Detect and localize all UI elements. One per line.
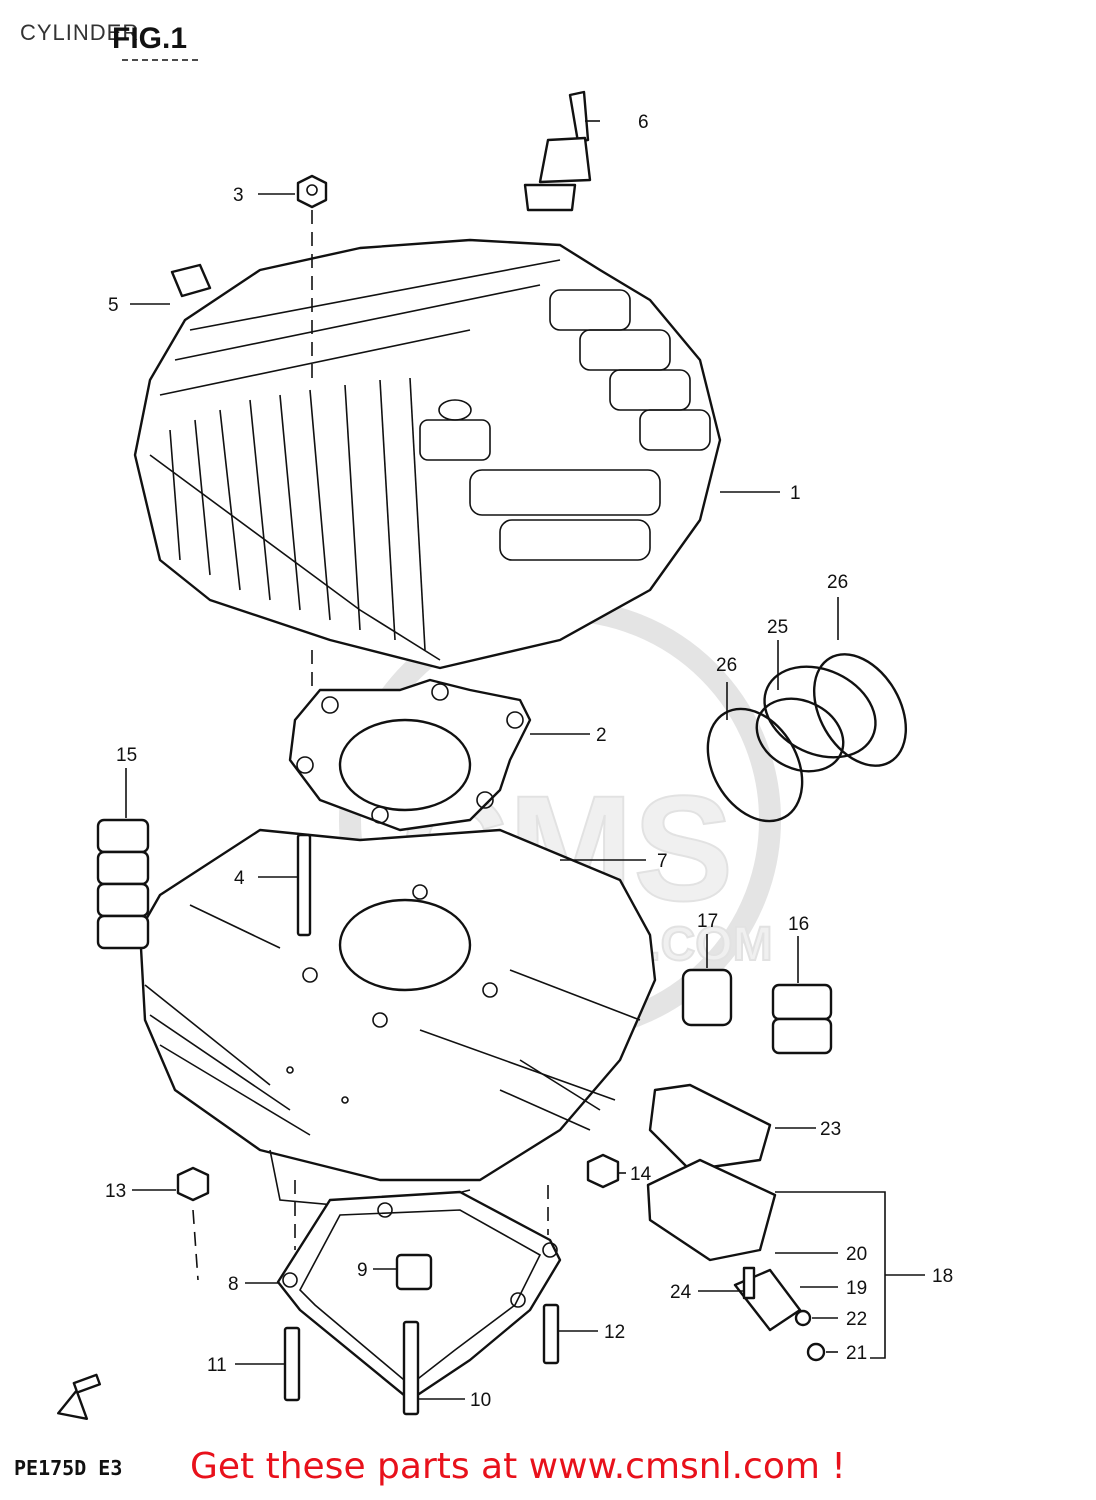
part-12-stud	[542, 1303, 560, 1365]
part-5-damper	[170, 263, 212, 298]
callout-4: 4	[234, 868, 245, 889]
part-11-stud	[283, 1326, 301, 1402]
callout-3: 3	[233, 185, 244, 206]
part-9-dowel	[395, 1253, 433, 1291]
part-15-damper-stack	[96, 818, 150, 950]
callout-19: 19	[846, 1278, 867, 1299]
callout-9: 9	[357, 1260, 368, 1281]
callout-12: 12	[604, 1322, 625, 1343]
callout-23: 23	[820, 1119, 841, 1140]
callout-5: 5	[108, 295, 119, 316]
part-14-nut	[586, 1153, 620, 1189]
part-23-gasket	[648, 1083, 772, 1172]
part-2-head-gasket	[288, 678, 532, 832]
part-1-cylinder-head	[133, 238, 722, 670]
diagram-title: CYLINDER	[20, 20, 139, 45]
part-22-washer	[794, 1309, 812, 1327]
front-arrow-icon	[57, 1373, 102, 1420]
model-code: PE175D E3	[14, 1456, 122, 1480]
callout-24: 24	[670, 1282, 692, 1303]
callout-2: 2	[596, 725, 607, 746]
callout-17: 17	[697, 911, 718, 932]
callout-15: 15	[116, 745, 137, 766]
part-13-nut	[176, 1166, 210, 1202]
callout-14: 14	[630, 1164, 652, 1185]
part-20-reed-valve	[646, 1158, 777, 1262]
figure-label: FIG.1	[112, 22, 187, 55]
part-24-screw	[742, 1266, 756, 1300]
part-10-stud	[402, 1320, 420, 1416]
part-16-damper-stack	[771, 983, 833, 1055]
callout-20: 20	[846, 1244, 867, 1265]
callouts: 1 2 3 4 5 6 7 8 9 10 11 12 13 14 15 16 1…	[105, 112, 953, 1411]
callout-10: 10	[470, 1390, 491, 1411]
callout-11: 11	[207, 1355, 227, 1376]
part-8-base-gasket	[276, 1190, 562, 1402]
cta-link[interactable]: Get these parts at www.cmsnl.com !	[190, 1446, 846, 1487]
callout-6: 6	[638, 112, 649, 133]
part-4-stud	[296, 833, 312, 937]
part-3-nut	[296, 174, 328, 209]
callout-13: 13	[105, 1181, 126, 1202]
part-17-damper	[681, 968, 733, 1027]
callout-26-left: 26	[716, 655, 737, 676]
callout-16: 16	[788, 914, 809, 935]
part-7-cylinder	[138, 828, 657, 1211]
callout-26-right: 26	[827, 572, 848, 593]
callout-21: 21	[846, 1343, 867, 1364]
callout-18: 18	[932, 1266, 953, 1287]
callout-22: 22	[846, 1309, 867, 1330]
callout-8: 8	[228, 1274, 239, 1295]
callout-25: 25	[767, 617, 788, 638]
callout-1: 1	[790, 483, 801, 504]
leader-lines	[125, 120, 925, 1400]
part-26-clamp-right	[812, 653, 908, 767]
callout-7: 7	[657, 851, 668, 872]
part-21-nut	[806, 1342, 826, 1362]
part-26-clamp-left	[706, 707, 804, 823]
part-6-spark-plug	[523, 90, 592, 212]
